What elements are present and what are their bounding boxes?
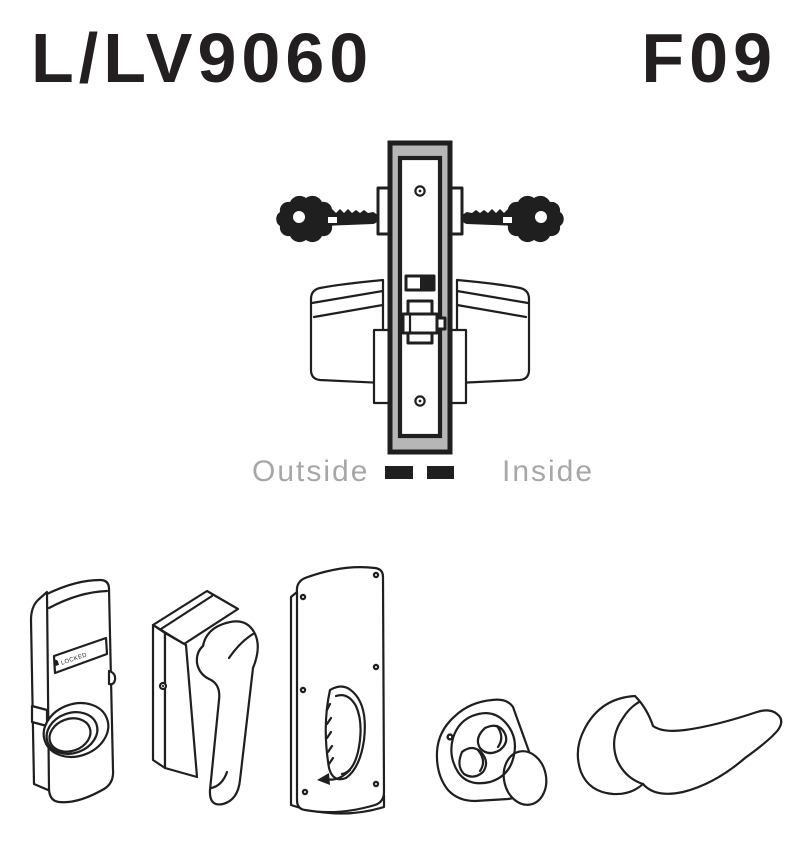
release-openings [458,724,508,778]
illustration-escutcheon-with-lever [151,589,259,806]
page-title-model: L/LV9060 [31,19,374,97]
lever-inside [455,278,531,385]
cylinder-boss [502,750,548,806]
outside-label: Outside [252,455,370,488]
function-code: F09 [641,19,777,97]
key-icon-inside [462,195,564,243]
illustration-lever-handle [576,694,783,796]
screw [446,733,454,741]
lock-function-diagram [276,140,564,479]
screw-hole-bottom [414,395,426,407]
screws [299,571,380,796]
turn-tab [30,704,49,728]
edge-notch [107,669,117,686]
screw-hole-top [414,185,426,197]
rotation-arrow-icon [317,768,352,785]
lever-grip [195,620,259,806]
thumbturn [324,685,366,781]
key-icon-outside [276,195,378,243]
lever-outside [309,278,385,385]
illustration-indicator-escutcheon: LOCKED [29,578,117,804]
deadbolt-indicator [404,274,436,292]
screw [158,681,168,691]
inside-label: Inside [502,455,595,488]
faceplate-dashes [385,466,454,479]
lever-opening [42,701,110,759]
illustration-thumbturn-escutcheon [289,566,386,815]
illustration-emergency-release-rose [435,698,548,806]
indicator-window: LOCKED [52,636,109,675]
latchbolt-assembly [401,299,447,345]
